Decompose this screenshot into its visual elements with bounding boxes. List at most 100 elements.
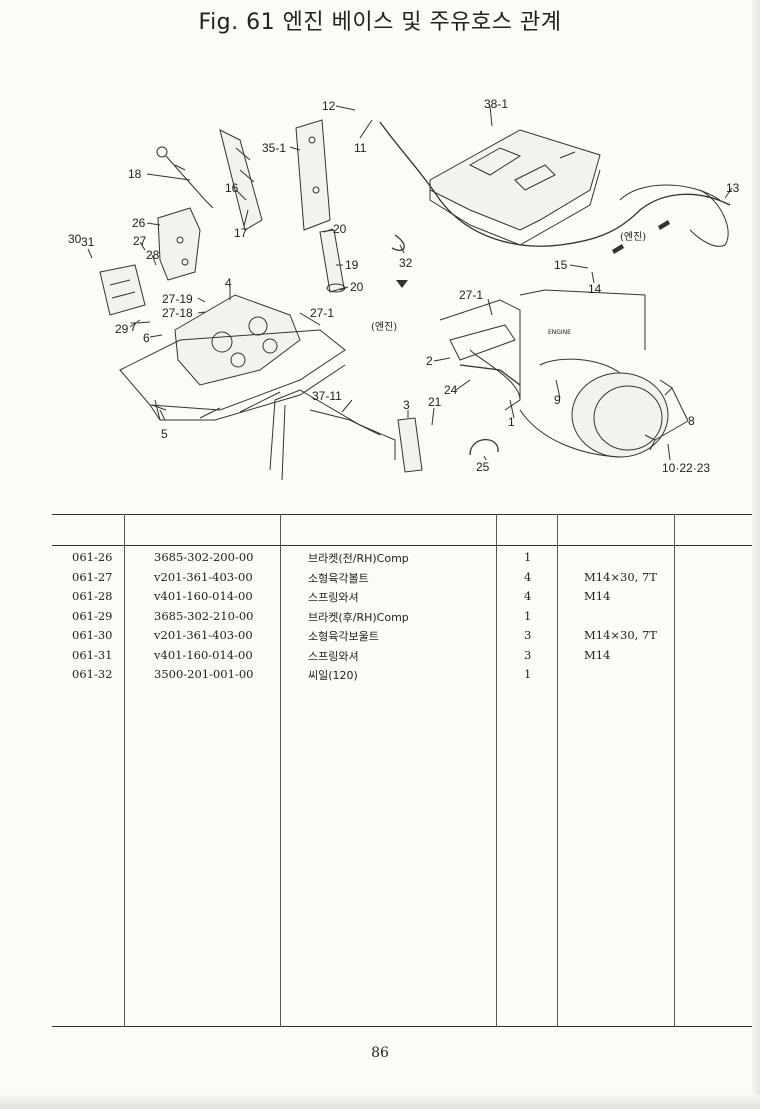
fuel-tank-cover bbox=[429, 129, 601, 246]
exploded-parts-diagram: 12 38-1 11 35-1 18 16 17 20 19 20 32 13 … bbox=[0, 40, 760, 500]
callout: 13 bbox=[726, 181, 740, 195]
divider bbox=[280, 514, 281, 1027]
fuel-hose bbox=[379, 121, 731, 247]
part-name: 스프링와셔 bbox=[308, 649, 359, 663]
bracket-29 bbox=[99, 264, 146, 316]
divider bbox=[124, 514, 125, 1027]
quantity: 1 bbox=[524, 608, 532, 623]
callout: 28 bbox=[146, 248, 160, 262]
quantity: 3 bbox=[524, 628, 532, 642]
divider bbox=[52, 1026, 760, 1027]
callout: 4 bbox=[225, 276, 232, 290]
table-row: 061-29 3685-302-210-00 브라켓(후/RH)Comp 1 bbox=[52, 608, 760, 628]
part-number: 3685-302-210-00 bbox=[154, 608, 254, 623]
note: (엔진) bbox=[620, 231, 646, 243]
part-number: v201-361-403-00 bbox=[154, 628, 253, 642]
callout: 12 bbox=[322, 99, 336, 113]
engine-assembly bbox=[439, 289, 673, 458]
spec: M14×30, 7T bbox=[584, 569, 657, 584]
callout: 27-1 bbox=[310, 306, 334, 320]
callout: 20 bbox=[350, 280, 364, 294]
callout: 7 bbox=[130, 320, 137, 334]
ref-number: 061-31 bbox=[72, 647, 113, 662]
parts-list: 061-26 3685-302-200-00 브라켓(전/RH)Comp 1 0… bbox=[52, 549, 760, 686]
divider bbox=[674, 514, 675, 1027]
part-name: 소형육각볼트 bbox=[308, 571, 369, 585]
callout: 20 bbox=[333, 222, 347, 236]
note: (엔진) bbox=[371, 321, 397, 333]
page-number: 86 bbox=[371, 1045, 389, 1061]
callout: 26 bbox=[132, 216, 146, 230]
note: ENGINE bbox=[548, 329, 571, 336]
callout: 27-19 bbox=[162, 292, 193, 306]
divider bbox=[52, 514, 760, 515]
quantity: 3 bbox=[524, 647, 532, 662]
callout: 2 bbox=[426, 354, 433, 368]
dipstick bbox=[156, 146, 214, 209]
callout: 35-1 bbox=[262, 141, 286, 155]
ref-number: 061-28 bbox=[72, 589, 113, 603]
callout: 21 bbox=[428, 395, 442, 409]
table-row: 061-31 v401-160-014-00 스프링와셔 3 M14 bbox=[52, 647, 760, 667]
callout: 16 bbox=[225, 181, 239, 195]
callout: 27 bbox=[133, 234, 147, 248]
hose-32 bbox=[391, 234, 405, 251]
bracket-35-1 bbox=[295, 119, 331, 231]
part-name: 브라켓(전/RH)Comp bbox=[308, 552, 409, 565]
quantity: 1 bbox=[524, 550, 532, 564]
table-row: 061-32 3500-201-001-00 씨일(120) 1 bbox=[52, 666, 760, 686]
part-number: v201-361-403-00 bbox=[154, 569, 253, 584]
callout: 1 bbox=[508, 415, 515, 429]
part-name: 씨일(120) bbox=[308, 669, 358, 682]
table-row: 061-26 3685-302-200-00 브라켓(전/RH)Comp 1 bbox=[52, 549, 760, 569]
engine-base bbox=[119, 294, 346, 421]
callout: 37-11 bbox=[312, 389, 342, 403]
quantity: 4 bbox=[524, 569, 532, 584]
callout: 24 bbox=[444, 383, 458, 397]
part-name: 소형육각보울트 bbox=[308, 630, 379, 643]
scan-edge bbox=[752, 0, 760, 1109]
callout: 25 bbox=[476, 460, 490, 474]
callout: 10·22·23 bbox=[662, 461, 710, 475]
ref-number: 061-29 bbox=[72, 608, 113, 623]
callout: 11 bbox=[354, 141, 367, 155]
ref-number: 061-27 bbox=[72, 569, 113, 584]
part-number: 3500-201-001-00 bbox=[154, 667, 254, 681]
callout: 14 bbox=[588, 282, 602, 296]
scan-edge bbox=[0, 1095, 760, 1109]
ref-number: 061-26 bbox=[72, 550, 113, 564]
ref-number: 061-30 bbox=[72, 628, 113, 642]
divider bbox=[557, 514, 558, 1027]
arrow-icon bbox=[612, 244, 624, 254]
callout: 6 bbox=[143, 331, 150, 345]
arrow-icon bbox=[396, 280, 408, 288]
filler-pipe-19 bbox=[319, 229, 345, 293]
part-number: v401-160-014-00 bbox=[154, 647, 253, 662]
callout: 27-1 bbox=[459, 288, 483, 302]
frame bbox=[269, 389, 396, 481]
callout: 19 bbox=[345, 258, 359, 272]
bracket-26 bbox=[157, 207, 201, 281]
ref-number: 061-32 bbox=[72, 667, 113, 681]
hose-clamp-25 bbox=[469, 439, 499, 456]
callout: 9 bbox=[554, 393, 561, 407]
diagram-svg: 12 38-1 11 35-1 18 16 17 20 19 20 32 13 … bbox=[68, 97, 740, 481]
callout: 3 bbox=[403, 398, 410, 412]
quantity: 4 bbox=[524, 589, 532, 603]
divider bbox=[52, 545, 760, 546]
callout: 15 bbox=[554, 258, 568, 272]
callout: 8 bbox=[688, 414, 695, 428]
divider bbox=[496, 514, 497, 1027]
part-number: 3685-302-200-00 bbox=[154, 550, 254, 564]
part-name: 브라켓(후/RH)Comp bbox=[308, 610, 409, 624]
spec: M14 bbox=[584, 647, 611, 662]
parts-table-frame bbox=[52, 514, 760, 1027]
callout-labels: 12 38-1 11 35-1 18 16 17 20 19 20 32 13 … bbox=[68, 97, 740, 475]
callout: 30 bbox=[68, 232, 82, 246]
leader-lines bbox=[87, 105, 733, 461]
callout: 27-18 bbox=[162, 306, 193, 320]
page-title: Fig. 61 엔진 베이스 및 주유호스 관계 bbox=[198, 10, 562, 35]
quantity: 1 bbox=[524, 667, 532, 681]
table-row: 061-30 v201-361-403-00 소형육각보울트 3 M14×30,… bbox=[52, 627, 760, 647]
callout: 38-1 bbox=[484, 97, 508, 111]
